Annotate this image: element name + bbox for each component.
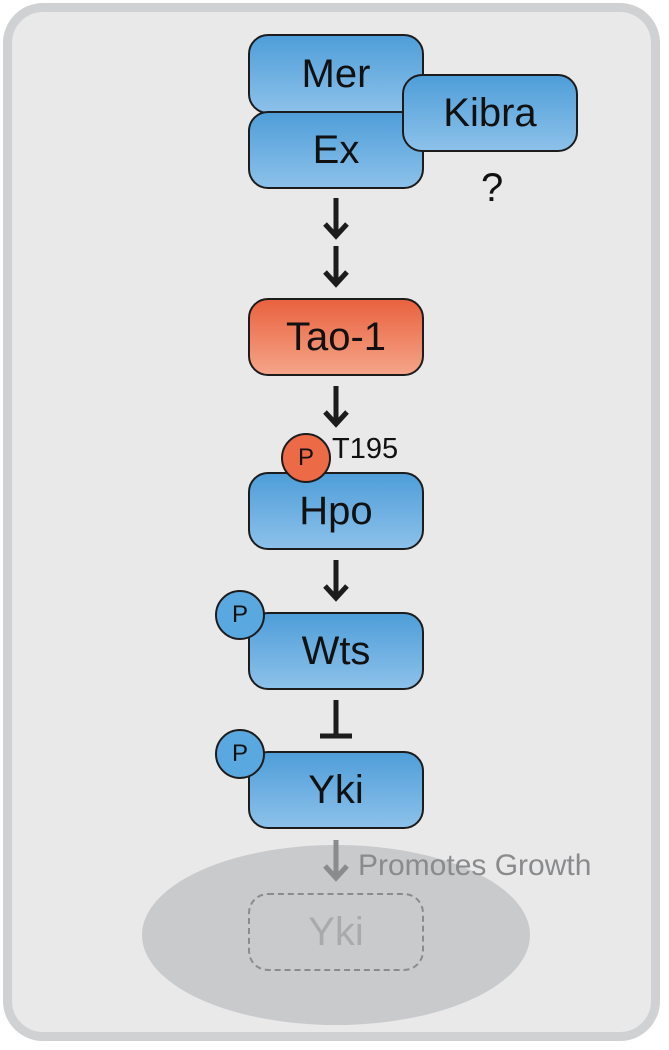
mer-label: Mer (301, 51, 371, 96)
ex-label: Ex (312, 127, 360, 172)
question-mark: ? (481, 166, 504, 210)
arrow-ex-to-tao-upper (323, 198, 349, 240)
hpo-phospho-label: P (297, 444, 314, 471)
tao1-protein: Tao-1 (248, 298, 424, 376)
wts-protein: Wts (248, 612, 424, 690)
phospho-site-label: T195 (332, 433, 399, 465)
yki-label: Yki (308, 767, 364, 812)
arrow-ex-to-tao-lower (323, 246, 349, 288)
inhibit-wts-to-yki (320, 700, 352, 739)
tao1-label: Tao-1 (285, 314, 387, 359)
arrow-hpo-to-wts (323, 560, 349, 602)
yki-phospho-badge: P (215, 729, 265, 779)
yki-phospho-label: P (231, 740, 248, 767)
yki-protein: Yki (248, 751, 424, 829)
hpo-label: Hpo (299, 488, 373, 533)
kibra-protein: Kibra (402, 74, 578, 152)
ex-protein: Ex (248, 111, 424, 189)
kibra-label: Kibra (443, 90, 537, 135)
arrow-yki-to-nucleus (323, 840, 349, 882)
wts-phospho-label: P (231, 601, 248, 628)
yki-nuclear-label: Yki (308, 909, 364, 954)
yki-nuclear-protein: Yki (248, 893, 424, 971)
promotes-growth-label: Promotes Growth (358, 849, 592, 882)
wts-label: Wts (301, 628, 371, 673)
hpo-protein: Hpo (248, 472, 424, 550)
hpo-phospho-badge: P (281, 433, 331, 483)
arrow-tao-to-hpo (323, 386, 349, 428)
wts-phospho-badge: P (215, 590, 265, 640)
